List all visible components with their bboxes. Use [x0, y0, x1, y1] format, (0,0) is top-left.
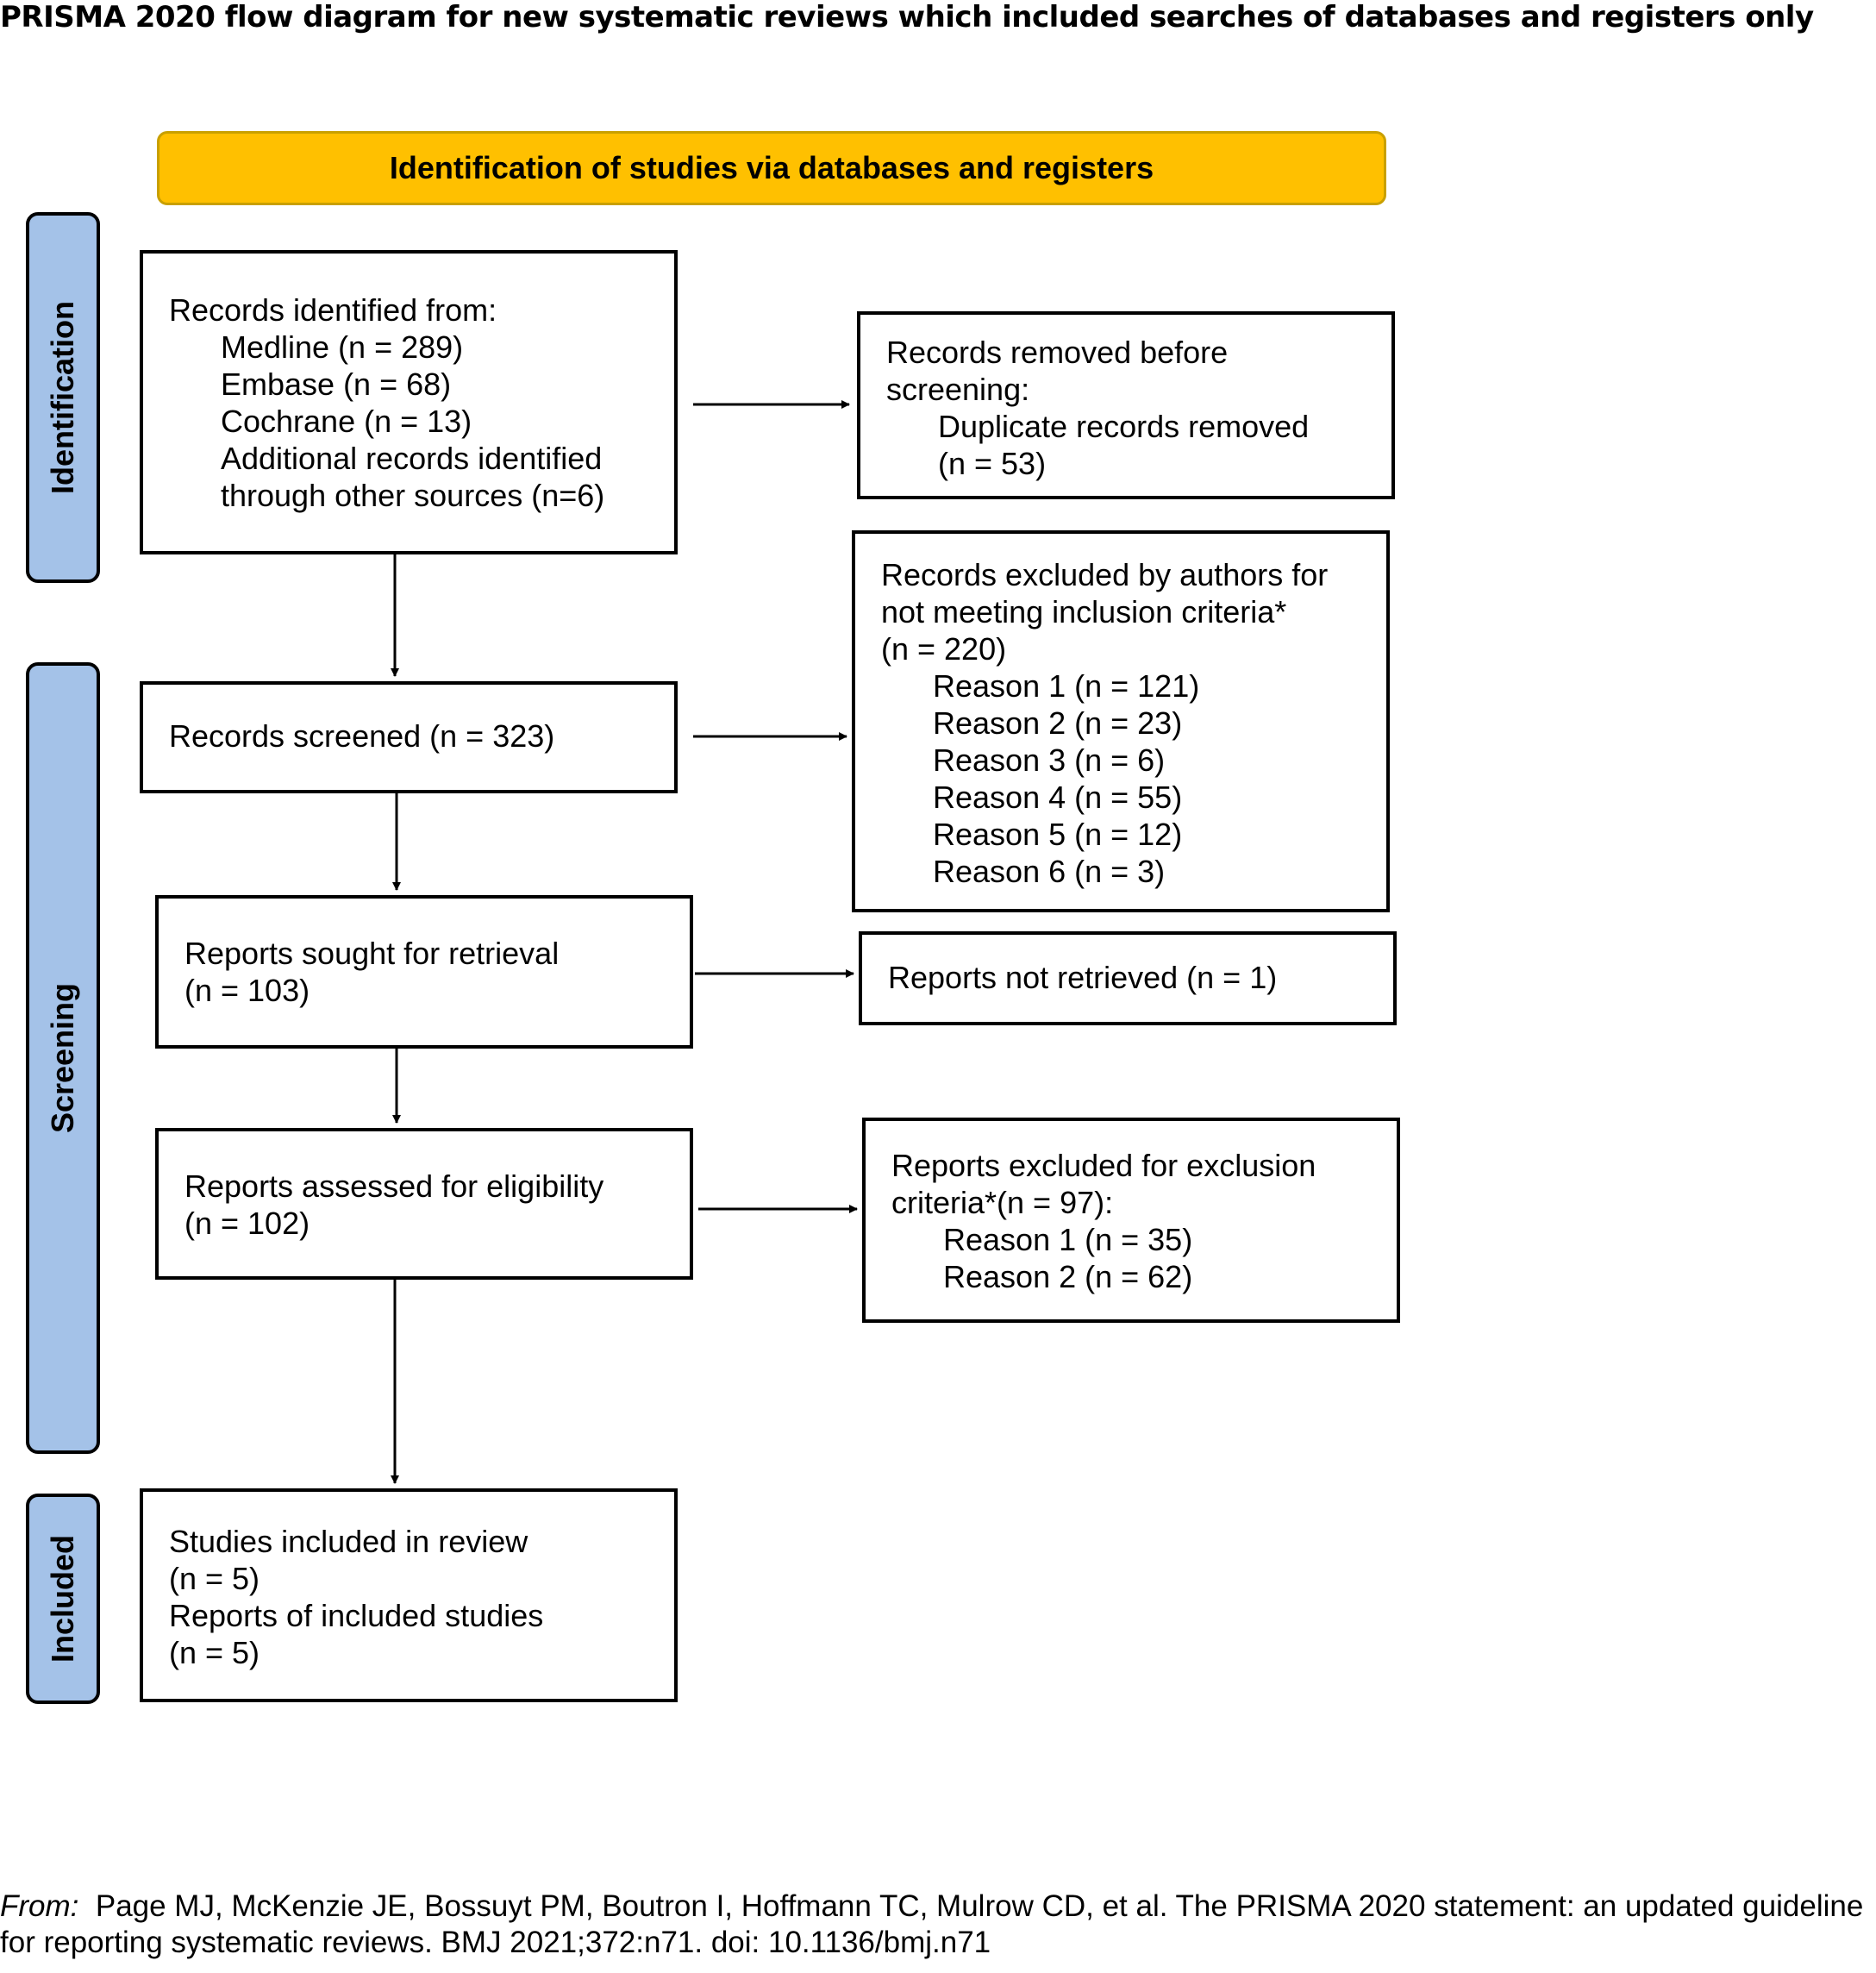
records-screened-box: Records screened (n = 323)	[140, 681, 678, 793]
records-excluded-reason: Reason 2 (n = 23)	[933, 705, 1183, 741]
records-screened-line: Records screened (n = 323)	[169, 718, 555, 754]
studies-included-line: (n = 5)	[169, 1561, 260, 1596]
records-removed-item: (n = 53)	[938, 446, 1047, 481]
reports-excluded-reason: Reason 2 (n = 62)	[943, 1259, 1193, 1294]
records-removed-item: Duplicate records removed	[938, 409, 1310, 444]
stage-included: Included	[26, 1494, 100, 1704]
reports-assessed-line: (n = 102)	[184, 1206, 310, 1241]
records-excluded-box: Records excluded by authors for not meet…	[852, 530, 1390, 912]
reports-sought-box: Reports sought for retrieval (n = 103)	[155, 895, 693, 1049]
records-excluded-line: not meeting inclusion criteria*	[881, 594, 1287, 629]
reports-sought-line: (n = 103)	[184, 973, 310, 1008]
citation-prefix: From:	[0, 1889, 79, 1923]
identification-header: Identification of studies via databases …	[157, 131, 1386, 205]
stage-screening: Screening	[26, 662, 100, 1454]
reports-excluded-line: Reports excluded for exclusion	[891, 1148, 1316, 1183]
records-removed-line: screening:	[886, 372, 1030, 407]
stage-included-label: Included	[45, 1534, 80, 1663]
records-identified-item: Medline (n = 289)	[221, 329, 464, 365]
stage-identification-label: Identification	[45, 301, 80, 494]
citation: From: Page MJ, McKenzie JE, Bossuyt PM, …	[0, 1888, 1876, 1961]
citation-text: Page MJ, McKenzie JE, Bossuyt PM, Boutro…	[0, 1889, 1864, 1959]
records-excluded-reason: Reason 3 (n = 6)	[933, 742, 1166, 778]
records-identified-item: Additional records identified	[221, 441, 603, 476]
reports-assessed-box: Reports assessed for eligibility (n = 10…	[155, 1128, 693, 1280]
records-removed-line: Records removed before	[886, 335, 1229, 370]
reports-excluded-reason: Reason 1 (n = 35)	[943, 1222, 1193, 1257]
records-excluded-reason: Reason 5 (n = 12)	[933, 817, 1183, 852]
reports-sought-line: Reports sought for retrieval	[184, 936, 560, 971]
reports-excluded-box: Reports excluded for exclusion criteria*…	[862, 1118, 1400, 1323]
studies-included-line: (n = 5)	[169, 1635, 260, 1670]
page-title: PRISMA 2020 flow diagram for new systema…	[0, 0, 1814, 34]
reports-not-retrieved-box: Reports not retrieved (n = 1)	[859, 931, 1397, 1025]
records-identified-heading: Records identified from:	[169, 292, 497, 328]
reports-not-retrieved-line: Reports not retrieved (n = 1)	[888, 960, 1278, 995]
reports-excluded-line: criteria*(n = 97):	[891, 1185, 1114, 1220]
records-excluded-line: Records excluded by authors for	[881, 557, 1329, 592]
records-identified-item: Embase (n = 68)	[221, 366, 452, 402]
stage-screening-label: Screening	[45, 982, 80, 1134]
records-excluded-reason: Reason 1 (n = 121)	[933, 668, 1200, 704]
studies-included-line: Studies included in review	[169, 1524, 528, 1559]
records-identified-box: Records identified from: Medline (n = 28…	[140, 250, 678, 554]
identification-header-label: Identification of studies via databases …	[389, 150, 1154, 185]
records-removed-box: Records removed before screening: Duplic…	[857, 311, 1395, 499]
records-excluded-reason: Reason 4 (n = 55)	[933, 780, 1183, 815]
records-identified-item: Cochrane (n = 13)	[221, 404, 472, 439]
records-identified-item: through other sources (n=6)	[221, 478, 605, 513]
records-excluded-reason: Reason 6 (n = 3)	[933, 854, 1166, 889]
reports-assessed-line: Reports assessed for eligibility	[184, 1168, 604, 1204]
studies-included-line: Reports of included studies	[169, 1598, 544, 1633]
stage-identification: Identification	[26, 212, 100, 583]
records-excluded-line: (n = 220)	[881, 631, 1007, 667]
studies-included-box: Studies included in review (n = 5) Repor…	[140, 1488, 678, 1702]
